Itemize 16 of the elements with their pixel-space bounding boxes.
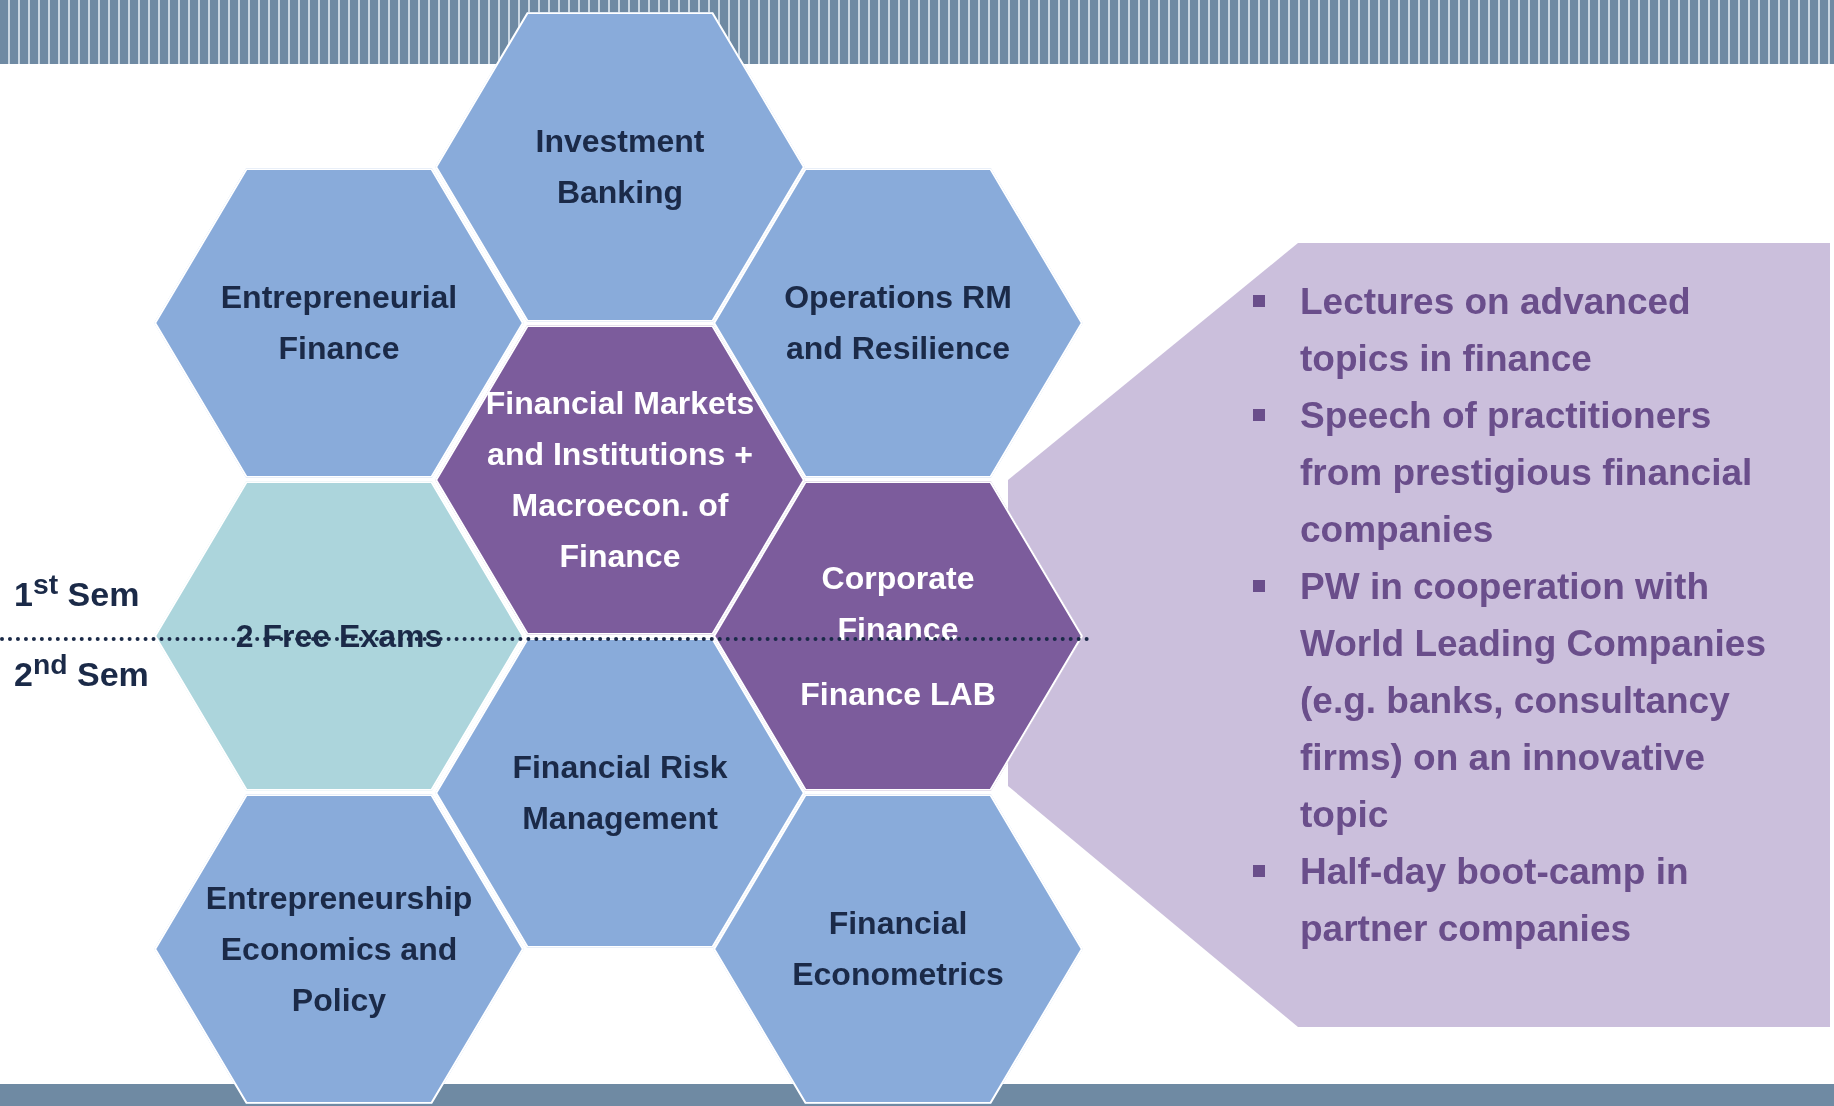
course-title: Finance LAB [800,674,996,714]
course-title: Financial Risk Management [511,748,729,838]
bullet-text: PW in cooperation with World Leading Companies (e.g. banks, consultancy firms) on an innovative topic [1300,566,1766,835]
semester-label: 2$^{nd}$ Sem [14,648,149,695]
course-title: Operations RM and Resilience [783,278,1013,368]
course-title: Entrepreneurship Economics and Policy [204,878,474,1020]
course-title: Entrepreneurial Finance [219,278,459,368]
bullet-text: Lectures on advanced topics in finance [1300,281,1691,379]
bullet-text: Half-day boot-camp in partner companies [1300,851,1689,949]
course-title: Financial Econometrics [791,904,1005,994]
semester-label: 1$^{st}$ Sem [14,568,140,615]
course-title: Investment Banking [534,122,706,212]
course-title: Financial Markets and Institutions + Macroecon. of Finance [485,384,755,576]
course-title: 2 Free Exams [235,616,443,656]
bullet-text: Speech of practitioners from prestigious financial companies [1300,395,1753,550]
course-title: Corporate Finance [820,558,976,649]
